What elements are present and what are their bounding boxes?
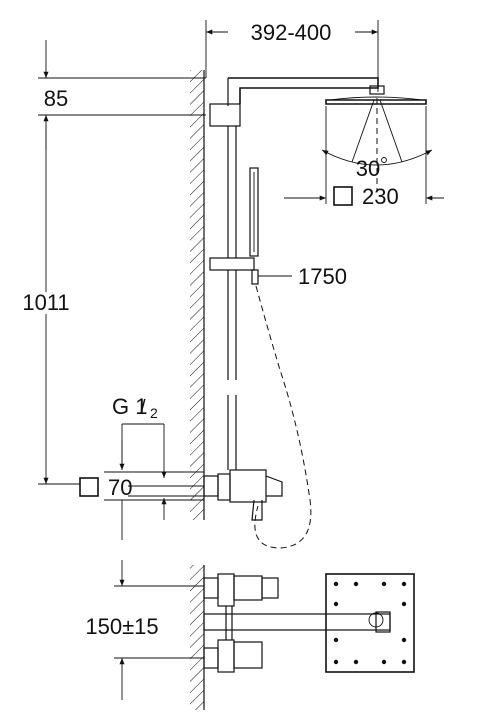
thread-sub: / bbox=[140, 397, 146, 419]
head-size-label: 230 bbox=[362, 184, 399, 209]
top-offset-label: 85 bbox=[44, 86, 68, 111]
angle-label: 30 bbox=[356, 156, 380, 181]
thread-dimension: G 1 / 2 bbox=[112, 394, 167, 520]
height-label: 1011 bbox=[22, 290, 69, 315]
shower-arm bbox=[227, 77, 379, 106]
shower-hose bbox=[254, 285, 312, 549]
top-width-dimension: 392-400 bbox=[205, 20, 379, 92]
escutcheon-label: 70 bbox=[108, 475, 132, 500]
hose-length-label: 1750 bbox=[298, 264, 347, 289]
escutcheon-dimension: 70 bbox=[79, 471, 204, 501]
bottom-mixer bbox=[203, 573, 391, 673]
offset-dimension: 85 bbox=[38, 40, 206, 150]
wall bbox=[190, 70, 205, 710]
top-width-label: 392-400 bbox=[251, 20, 332, 45]
shower-head: 30 bbox=[321, 85, 433, 190]
wall-plate-front bbox=[325, 573, 415, 673]
square-outline-icon bbox=[79, 477, 99, 497]
mixer-valve bbox=[203, 469, 283, 521]
head-size-dimension: 230 bbox=[284, 106, 444, 209]
height-dimension: 1011 bbox=[18, 125, 80, 485]
riser-rail bbox=[209, 103, 255, 470]
spacing-label: 150±15 bbox=[85, 614, 158, 639]
square-outline-icon bbox=[333, 186, 353, 206]
thread-denominator: 2 bbox=[150, 405, 158, 421]
spacing-dimension: 150±15 bbox=[85, 500, 204, 700]
thread-main: G 1 bbox=[112, 394, 147, 419]
hand-shower: 1750 bbox=[249, 167, 347, 289]
